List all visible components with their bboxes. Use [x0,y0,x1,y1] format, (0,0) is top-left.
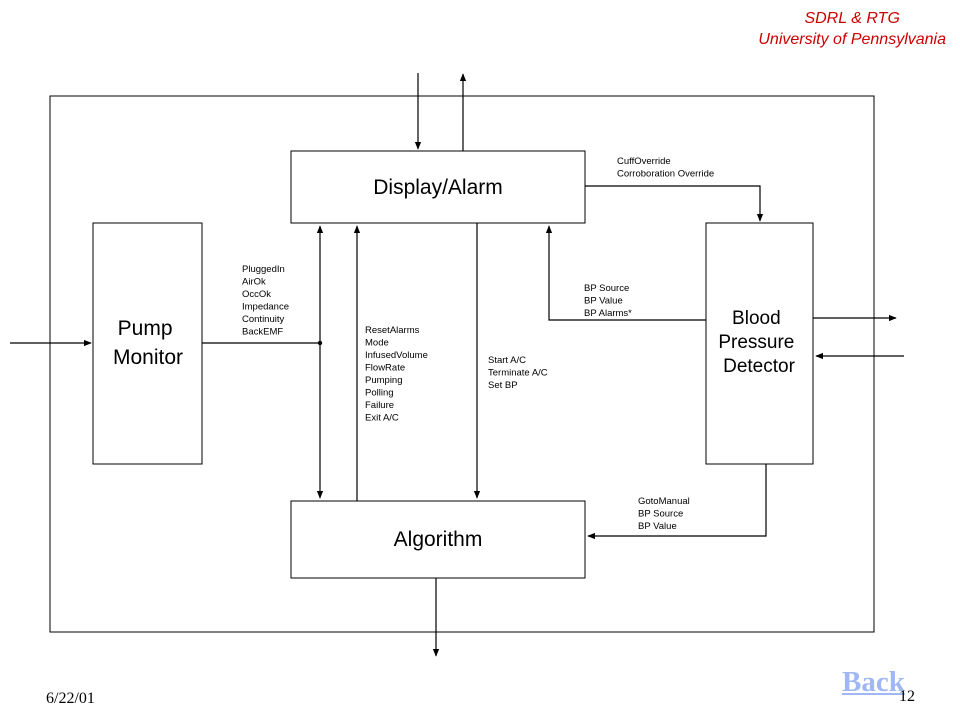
signal-label: PluggedIn [242,264,285,275]
signal-label: Impedance [242,302,289,313]
signal-label: Failure [365,400,394,411]
signal-label: BackEMF [242,327,283,338]
algorithm-to-display-labels: ResetAlarmsModeInfusedVolumeFlowRatePump… [365,325,428,424]
signal-label: ResetAlarms [365,325,420,336]
back-link[interactable]: Back [842,666,905,698]
signal-label: GotoManual [638,496,690,507]
display-alarm-title: Display/Alarm [373,176,503,199]
header-university: University of Pennsylvania [758,31,946,48]
bp-detector-title-line: Blood [732,308,781,329]
bp-to-display-arrow [545,225,706,321]
footer-date: 6/22/01 [46,690,95,707]
cuff-override-arrow [585,185,764,222]
pump-monitor-title-line: Pump [118,317,173,340]
pump-monitor-title-line: Monitor [113,346,183,369]
algorithm-block [290,500,586,579]
signal-label: Corroboration Override [617,169,714,180]
signal-label: CuffOverride [617,156,671,167]
pump-monitor-signal-labels: PluggedInAirOkOccOkImpedanceContinuityBa… [242,264,289,338]
pump-monitor-title: Pump Monitor [113,317,183,369]
signal-label: AirOk [242,277,266,288]
bp-detector-title-line: Detector [723,356,795,377]
bp-to-algorithm-arrow [587,464,767,540]
bp-detector-title-line: Pressure [718,332,794,353]
signal-label: Set BP [488,380,518,391]
signal-label: Exit A/C [365,413,399,424]
signal-label: BP Source [584,283,629,294]
signal-label: BP Source [638,509,683,520]
signal-label: BP Value [584,296,623,307]
algorithm-title: Algorithm [394,528,483,551]
signal-label: BP Alarms* [584,308,632,319]
signal-label: FlowRate [365,363,405,374]
signal-label: Continuity [242,314,284,325]
header: SDRL & RTG University of Pennsylvania [758,8,946,50]
bp-detector-title: Blood Pressure Detector [718,308,799,377]
display-alarm-block [290,150,586,224]
signal-label: BP Value [638,521,677,532]
blood-pressure-detector-block [705,222,814,465]
pump-monitor-block [92,222,203,465]
signal-label: Pumping [365,375,403,386]
signal-label: Start A/C [488,355,526,366]
signal-label: OccOk [242,289,271,300]
signal-label: Mode [365,338,389,349]
page-number: 12 [899,688,915,705]
signal-label: Polling [365,388,394,399]
signal-label: Terminate A/C [488,368,548,379]
signal-label: InfusedVolume [365,350,428,361]
header-lab: SDRL & RTG [804,10,900,27]
